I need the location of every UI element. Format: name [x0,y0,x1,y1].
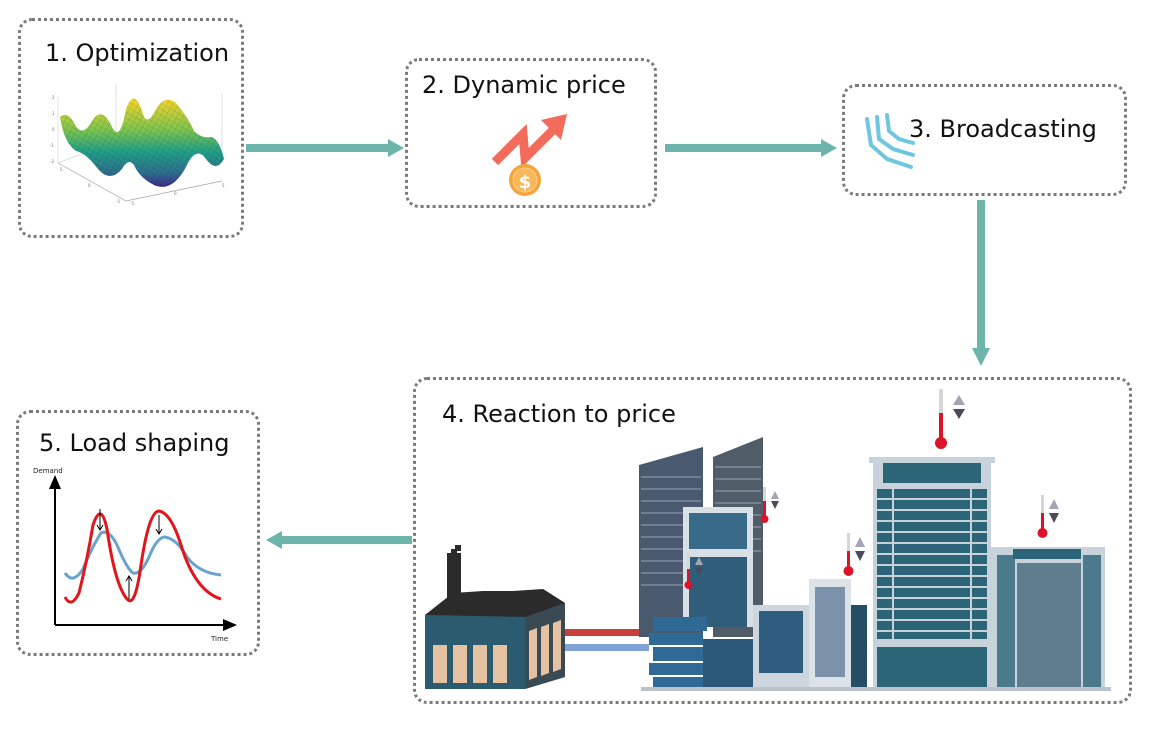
flow-arrow-3-to-4 [972,200,990,366]
thermometer-icon [684,553,703,589]
rising-price-icon: $ [491,114,567,196]
x-axis-label: Time [210,635,228,643]
surface-plot-icon: 2 1 0 -1 -2 5 0 -5 -5 0 5 [50,83,225,206]
z-tick: -2 [50,159,54,164]
load-curve-icon: Demand Time [33,467,237,643]
broadcast-signal-icon [865,113,915,169]
coin-icon: $ [509,164,541,196]
thermometer-icon [760,487,779,523]
thermometer-icon [935,389,965,449]
step-load-shaping-box: 5. Load shaping Demand Time [16,410,260,656]
step-broadcasting-box: 3. Broadcasting [842,84,1127,196]
x-tick: 0 [88,183,91,188]
stacked-building [649,617,707,689]
thermometer-icon [843,533,865,576]
y-tick: 0 [174,191,177,196]
currency-symbol: $ [519,172,532,193]
city-buildings-icon [425,389,1111,691]
y-tick: -5 [130,201,134,206]
step-optimization-box: 1. Optimization 2 1 0 -1 -2 5 [18,18,244,238]
z-tick: 0 [52,127,55,132]
z-tick: 1 [52,111,55,116]
thermometer-icon [1037,495,1059,538]
flow-arrow-1-to-2 [246,139,404,157]
flow-arrow-4-to-5 [266,531,412,549]
factory-icon [425,545,565,689]
cold-pipe [565,644,649,651]
hot-pipe [565,629,649,636]
y-tick: 5 [222,183,225,188]
y-axis-label: Demand [33,467,63,475]
x-tick: -5 [116,199,120,204]
flow-arrow-2-to-3 [665,139,837,157]
x-tick: 5 [60,167,63,172]
step-title: 1. Optimization [45,39,230,67]
step-reaction-box: 4. Reaction to price [413,377,1132,704]
step-title: 5. Load shaping [39,429,230,457]
step-title: 3. Broadcasting [909,115,1097,143]
step-title: 4. Reaction to price [442,400,676,428]
step-title: 2. Dynamic price [422,71,626,99]
original-demand-curve [63,509,222,604]
z-tick: 2 [52,95,55,100]
z-tick: -1 [50,143,54,148]
step-dynamic-price-box: 2. Dynamic price $ [405,58,657,208]
